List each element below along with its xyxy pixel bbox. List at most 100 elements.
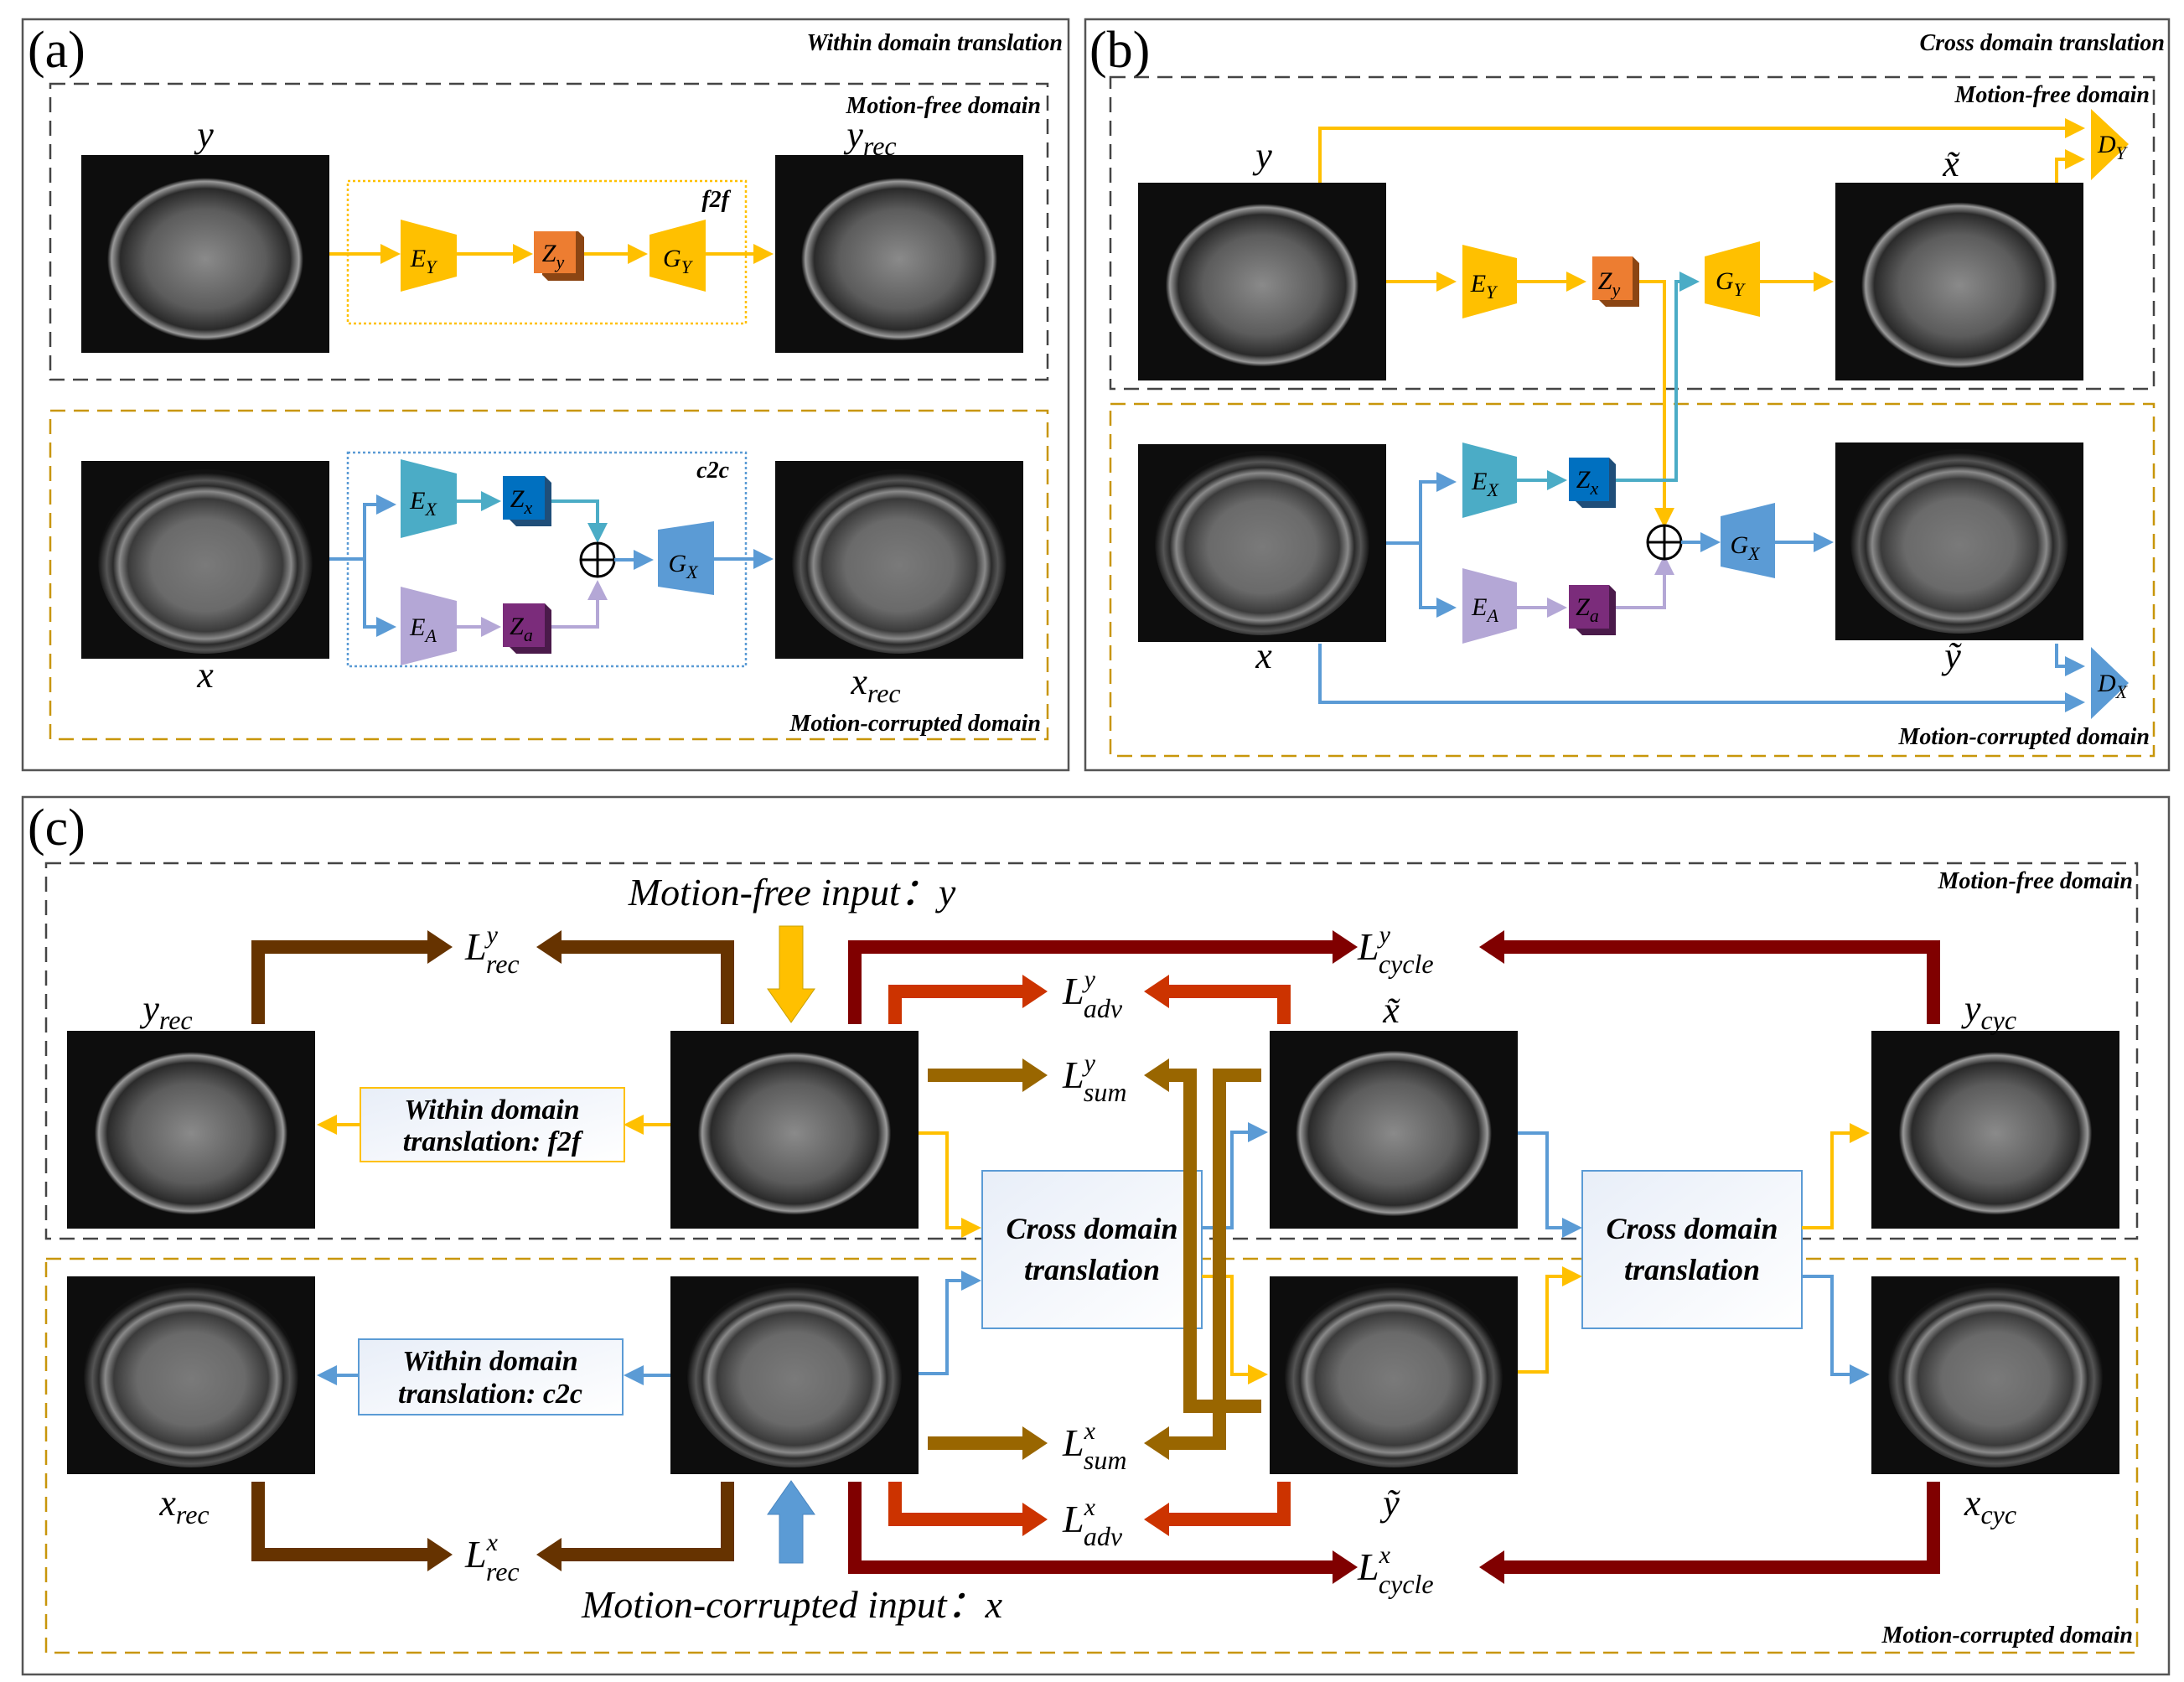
arrow-y-to-ladv-y-head — [1022, 975, 1048, 1008]
mri-image-y-rec — [67, 1031, 315, 1229]
encoder-ey-label: EY — [410, 245, 438, 277]
mri-image-x-input — [670, 1276, 919, 1474]
c2c-label: c2c — [696, 458, 729, 484]
arrow-ytilde-to-ladv-x-head — [1144, 1503, 1169, 1536]
panel-a-free-domain — [49, 82, 1049, 381]
encoder-ea — [401, 587, 457, 665]
motion-free-input-label: Motion-free input：y — [628, 871, 956, 913]
panel-c-corrupted-domain-label: Motion-corrupted domain — [1881, 1622, 2133, 1648]
arrow-y-to-lsum-y-head — [1022, 1058, 1048, 1092]
cross1-line1: Cross domain — [1006, 1212, 1177, 1245]
arrow-xcyc-to-lcycle-x — [1504, 1482, 1940, 1574]
cross2-line2: translation — [1624, 1253, 1760, 1286]
within-f2f-line2: translation: f2f — [403, 1126, 584, 1157]
generator-gy — [1705, 241, 1760, 317]
arrow-y-to-lrec-y — [562, 940, 734, 1024]
label-y-tilde: ỹ — [1379, 1483, 1400, 1524]
generator-gx — [658, 521, 714, 595]
panel-b-label: (b) — [1089, 22, 1150, 79]
mri-image-x-tilde — [1835, 183, 2083, 380]
panel-c-free-domain-label: Motion-free domain — [1937, 868, 2133, 894]
discriminator-dx — [2091, 647, 2129, 719]
arrow-y-to-ladv-y — [888, 985, 1022, 1024]
panel-b-frame — [1084, 18, 2171, 772]
sum-operator-icon — [579, 541, 616, 578]
encoder-ex-label: EX — [409, 487, 437, 520]
arrow-y-to-lcycle-y-head — [1333, 930, 1358, 964]
within-c2c-line2: translation: c2c — [398, 1379, 582, 1410]
panel-a: (a) Within domain translation Motion-fre… — [21, 18, 1070, 772]
arrow-xrec-to-lrec-x — [251, 1482, 427, 1561]
arrow-x-to-lrec-x-head — [536, 1538, 562, 1571]
discriminator-dy — [2091, 109, 2129, 180]
arrow-xrec-to-lrec-x-head — [427, 1538, 453, 1571]
encoder-ex — [401, 459, 457, 538]
arrow-x-to-ex — [329, 494, 396, 561]
cross-domain-box-2: Cross domain translation — [1581, 1170, 1803, 1329]
panel-a-corrupted-domain-label: Motion-corrupted domain — [789, 711, 1041, 737]
arrow-x-to-ladv-x-head — [1022, 1503, 1048, 1536]
latent-za — [1569, 585, 1616, 635]
generator-gx-label: GX — [668, 550, 699, 582]
arrow-x-to-ladv-x — [888, 1482, 1022, 1526]
mri-image-x-rec — [775, 461, 1023, 659]
encoder-ey — [1462, 245, 1517, 318]
panel-b-corrupted-domain-label: Motion-corrupted domain — [1898, 724, 2150, 750]
arrow-y-to-lcycle-y — [848, 940, 1333, 1024]
latent-zx-label: Zx — [510, 485, 533, 518]
arrow-ytilde-to-cross2 — [1518, 1266, 1582, 1374]
latent-zx-label: Zx — [1576, 466, 1599, 499]
generator-gx-label: GX — [1730, 531, 1761, 564]
encoder-ea — [1462, 568, 1517, 644]
panel-a-title: Within domain translation — [806, 30, 1063, 56]
label-y: y — [1252, 135, 1272, 176]
within-domain-c2c-box: Within domain translation: c2c — [358, 1338, 624, 1415]
arrow-xtilde-to-lsum-x-head — [1144, 1426, 1169, 1460]
arrow-y-to-cross1 — [919, 1131, 981, 1238]
arrow-za-to-sum — [551, 580, 608, 629]
panel-a-label: (a) — [28, 22, 85, 79]
encoder-ea-label: EA — [1471, 593, 1498, 626]
label-x-tilde: x̃ — [1942, 143, 1960, 184]
mri-image-x — [81, 461, 329, 659]
arrow-ytilde-to-lsum-y-head — [1144, 1058, 1169, 1092]
arrow-x-to-ex — [1386, 472, 1457, 545]
panel-b-title: Cross domain translation — [1919, 30, 2165, 56]
arrow-cross2-to-ycyc — [1802, 1123, 1870, 1229]
arrow-zy-to-sum — [1639, 280, 1674, 528]
label-x-tilde: x̃ — [1382, 990, 1400, 1031]
arrow-yrec-to-lrec-y — [251, 940, 427, 1024]
sum-operator-icon — [1646, 524, 1683, 561]
arrow-cross2-to-xcyc — [1802, 1275, 1870, 1384]
discriminator-dy-label: DY — [2097, 131, 2129, 163]
arrow-x-to-ea — [363, 559, 396, 637]
mri-image-x-rec — [67, 1276, 315, 1474]
latent-zx — [1569, 458, 1616, 508]
latent-zy-label: Zy — [542, 240, 565, 272]
arrow-yrec-to-lrec-y-head — [427, 930, 453, 964]
mri-image-y-tilde — [1835, 442, 2083, 640]
panel-b: (b) Cross domain translation Motion-free… — [1084, 18, 2171, 772]
mri-image-y — [81, 155, 329, 353]
arrow-ytilde-to-dx — [2055, 644, 2085, 676]
panel-b-free-domain-label: Motion-free domain — [1954, 82, 2150, 108]
panel-c-label: (c) — [28, 800, 85, 857]
label-x: x — [1255, 635, 1272, 676]
label-y-rec: yrec — [843, 114, 896, 161]
mri-image-y-input — [670, 1031, 919, 1229]
latent-zy — [1592, 256, 1639, 307]
generator-gy-label: GY — [663, 245, 694, 277]
arrow-xtilde-to-cross2 — [1518, 1131, 1582, 1238]
encoder-ex — [1462, 442, 1517, 518]
arrow-xtilde-to-lsum-x — [1169, 1069, 1261, 1450]
panel-a-corrupted-domain — [49, 409, 1049, 741]
motion-corrupted-input-arrow — [767, 1480, 815, 1564]
label-x-cyc: xcyc — [1964, 1483, 2016, 1529]
motion-corrupted-input-label: Motion-corrupted input：x — [581, 1583, 1003, 1626]
